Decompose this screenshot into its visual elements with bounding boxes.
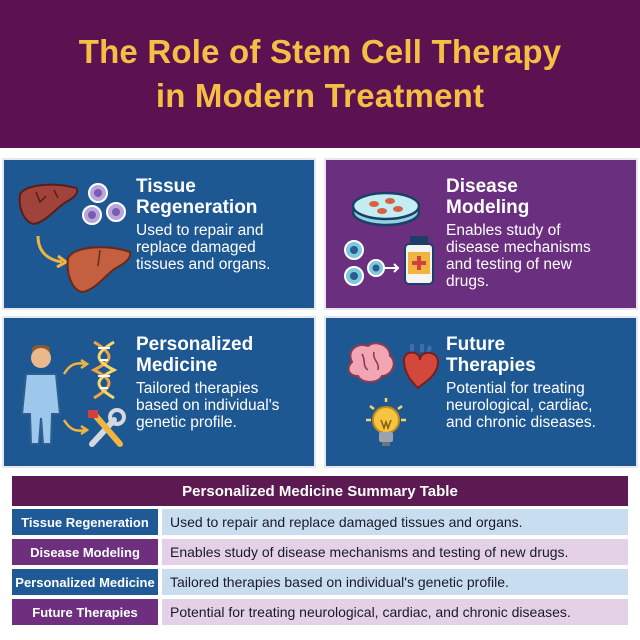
cells-icon [344, 240, 400, 286]
stem-cells-icon [82, 183, 126, 225]
dna-icon [90, 340, 118, 400]
row-label: Personalized Medicine [12, 569, 158, 595]
summary-table: Personalized Medicine Summary Table Tiss… [12, 476, 628, 634]
card-desc-line-1: Tailored therapies [136, 380, 259, 397]
row-value: Enables study of disease mechanisms and … [162, 539, 628, 565]
card-desc-line-3: and testing of new [446, 256, 572, 273]
liver-icon [18, 183, 79, 226]
card-desc-line-2: based on individual's [136, 397, 280, 414]
card-tissue-regeneration: Tissue Regeneration Used to repair and r… [2, 158, 316, 310]
row-label: Future Therapies [12, 599, 158, 625]
lightbulb-icon [366, 398, 406, 446]
card-desc-line-2: disease mechanisms [446, 239, 591, 256]
card-desc-line-3: tissues and organs. [136, 256, 271, 273]
row-value: Used to repair and replace damaged tissu… [162, 509, 628, 535]
title-line-1: The Role of Stem Cell Therapy [78, 33, 562, 70]
page-title: The Role of Stem Cell Therapy in Modern … [79, 30, 562, 118]
table-row: Tissue Regeneration Used to repair and r… [12, 509, 628, 535]
tools-icon [88, 408, 126, 447]
card-title-line-1: Disease [446, 176, 518, 197]
card-desc-line-1: Used to repair and [136, 222, 264, 239]
card-title-line-1: Future [446, 334, 506, 355]
card-desc-line-3: and chronic diseases. [446, 414, 596, 431]
card-disease-modeling: Disease Modeling Enables study of diseas… [324, 158, 638, 310]
row-label: Disease Modeling [12, 539, 158, 565]
card-desc-line-4: drugs. [446, 273, 490, 290]
card-title-line-2: Medicine [136, 355, 218, 376]
card-title-line-1: Personalized [136, 334, 254, 355]
card-desc-line-2: neurological, cardiac, [446, 397, 593, 414]
card-desc-line-1: Enables study of [446, 222, 561, 239]
card-desc-line-3: genetic profile. [136, 414, 237, 431]
row-value: Potential for treating neurological, car… [162, 599, 628, 625]
card-desc-line-2: replace damaged [136, 239, 256, 256]
table-row: Disease Modeling Enables study of diseas… [12, 539, 628, 565]
title-line-2: in Modern Treatment [155, 77, 485, 114]
card-title-line-1: Tissue [136, 176, 196, 197]
person-icon [20, 345, 62, 445]
medicine-bottle-icon [404, 236, 434, 285]
arrow-icon [62, 358, 90, 375]
brain-icon [347, 342, 395, 383]
header-banner: The Role of Stem Cell Therapy in Modern … [0, 0, 640, 148]
arrow-icon [36, 235, 69, 268]
liver-icon [66, 246, 132, 294]
card-desc-line-1: Potential for treating [446, 380, 585, 397]
card-title-line-2: Therapies [446, 355, 536, 376]
card-title-line-2: Regeneration [136, 197, 258, 218]
row-label: Tissue Regeneration [12, 509, 158, 535]
table-title: Personalized Medicine Summary Table [12, 476, 628, 506]
table-row: Future Therapies Potential for treating … [12, 599, 628, 625]
card-personalized-medicine: Personalized Medicine Tailored therapies… [2, 316, 316, 468]
petri-dish-icon [351, 191, 421, 227]
heart-icon [402, 344, 440, 390]
card-future-therapies: Future Therapies Potential for treating … [324, 316, 638, 468]
arrow-icon [62, 419, 90, 436]
table-row: Personalized Medicine Tailored therapies… [12, 569, 628, 595]
card-title-line-2: Modeling [446, 197, 530, 218]
row-value: Tailored therapies based on individual's… [162, 569, 628, 595]
